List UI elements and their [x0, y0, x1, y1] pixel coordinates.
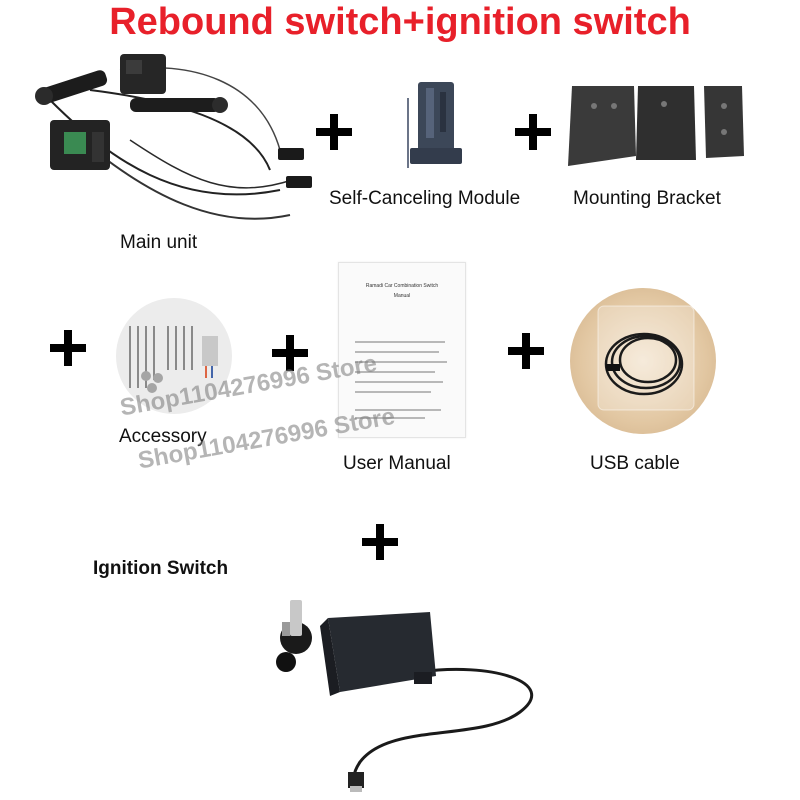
mounting-bracket-label: Mounting Bracket: [573, 188, 721, 209]
usb-cable-label: USB cable: [590, 453, 680, 474]
manual-heading: Ramadi Car Combination Switch: [365, 283, 439, 289]
main-unit-image: [35, 54, 312, 220]
plus-icon: [270, 333, 310, 373]
ignition-switch-image: [276, 600, 534, 792]
self-canceling-module-label: Self-Canceling Module: [329, 188, 521, 209]
mounting-bracket-image: [568, 86, 744, 166]
user-manual-label: User Manual: [343, 453, 451, 474]
usb-cable-coil-icon: [597, 305, 695, 411]
plus-icon: [506, 331, 546, 371]
plus-icon: [314, 112, 354, 152]
user-manual-image: Ramadi Car Combination Switch Manual: [338, 262, 466, 438]
manual-subheading: Manual: [393, 293, 411, 299]
accessory-parts-icon: [129, 326, 218, 393]
plus-icon: [48, 328, 88, 368]
page-title: Rebound switch+ignition switch: [109, 1, 691, 43]
plus-icon: [360, 522, 400, 562]
plus-icon: [513, 112, 553, 152]
main-unit-label: Main unit: [120, 232, 198, 253]
self-canceling-module-image: [407, 82, 462, 168]
accessory-label: Accessory: [119, 426, 207, 447]
ignition-switch-label: Ignition Switch: [93, 558, 229, 579]
